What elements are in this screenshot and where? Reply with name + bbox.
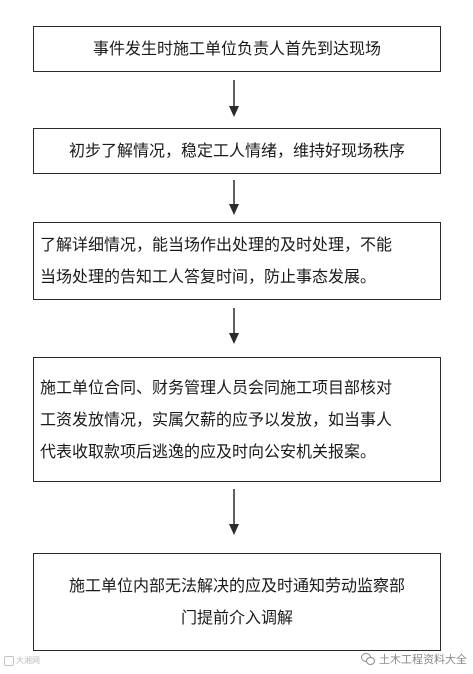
wechat-icon bbox=[361, 653, 375, 665]
flow-step-3: 了解详细情况，能当场作出处理的及时处理，不能 当场处理的告知工人答复时间，防止事… bbox=[33, 222, 441, 300]
watermark-left-text: 大湘网 bbox=[16, 656, 40, 665]
flow-step-4: 施工单位合同、财务管理人员会同施工项目部核对 工资发放情况，实属欠薪的应予以发放… bbox=[33, 357, 441, 482]
arrow-4-to-5 bbox=[229, 489, 239, 535]
flow-step-5-text: 施工单位内部无法解决的应及时通知劳动监察部 门提前介入调解 bbox=[68, 576, 405, 627]
watermark-right-text: 土木工程资料大全 bbox=[379, 653, 467, 666]
arrow-2-to-3 bbox=[229, 180, 239, 215]
watermark-left: 大湘网 bbox=[4, 655, 40, 666]
flow-step-2-text: 初步了解情况，稳定工人情绪，维持好现场秩序 bbox=[68, 141, 405, 160]
arrow-3-to-4 bbox=[229, 308, 239, 344]
watermark-right: 土木工程资料大全 bbox=[361, 651, 467, 667]
flow-step-3-text: 了解详细情况，能当场作出处理的及时处理，不能 当场处理的告知工人答复时间，防止事… bbox=[40, 235, 393, 286]
flow-step-5: 施工单位内部无法解决的应及时通知劳动监察部 门提前介入调解 bbox=[33, 553, 441, 651]
flow-step-1: 事件发生时施工单位负责人首先到达现场 bbox=[33, 26, 441, 72]
flow-step-2: 初步了解情况，稳定工人情绪，维持好现场秩序 bbox=[33, 128, 441, 174]
flow-step-1-text: 事件发生时施工单位负责人首先到达现场 bbox=[92, 39, 381, 58]
flow-step-4-text: 施工单位合同、财务管理人员会同施工项目部核对 工资发放情况，实属欠薪的应予以发放… bbox=[40, 377, 393, 461]
small-logo-icon bbox=[4, 655, 14, 666]
arrow-1-to-2 bbox=[229, 80, 239, 117]
